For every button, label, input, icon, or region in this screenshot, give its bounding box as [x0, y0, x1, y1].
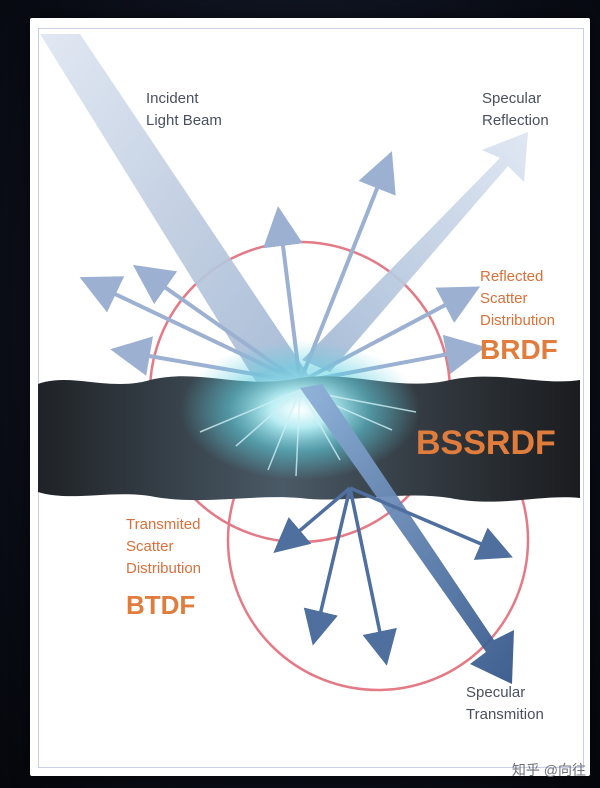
specular-transmission-line1: Specular	[466, 684, 526, 701]
specular-transmission-beam	[300, 384, 514, 684]
incident-label-line1: Incident	[146, 90, 199, 107]
transmitted-scatter-label: Transmited Scatter Distribution	[126, 514, 201, 580]
subsurface-glow	[180, 340, 420, 480]
arrow-icon	[348, 487, 397, 666]
specular-transmission-label: Specular Transmition	[466, 682, 544, 726]
specular-reflection-beam	[302, 132, 528, 372]
subsurface-rays	[199, 389, 417, 477]
btdf-label: BTDF	[126, 590, 196, 620]
reflected-scatter-line1: Reflected	[480, 268, 544, 285]
reflected-scatter-line3: Distribution	[480, 312, 556, 329]
arrow-icon	[303, 487, 352, 646]
reflected-scatter-line2: Scatter	[480, 290, 528, 307]
bssrdf-label: BSSRDF	[416, 424, 556, 462]
brdf-label: BRDF	[480, 334, 558, 365]
arrow-icon	[349, 486, 513, 560]
specular-reflection-line1: Specular	[482, 90, 542, 107]
transmitted-scatter-arrows	[273, 486, 513, 666]
watermark: 知乎 @向往	[511, 762, 586, 778]
incident-beam	[40, 34, 312, 388]
transmitted-scatter-line2: Scatter	[126, 538, 174, 555]
reflected-scatter-label: Reflected Scatter Distribution	[480, 266, 555, 332]
specular-transmission-line2: Transmition	[466, 706, 544, 723]
transmitted-scatter-line3: Distribution	[126, 560, 202, 577]
specular-reflection-line2: Reflection	[482, 112, 549, 129]
specular-reflection-label: Specular Reflection	[482, 88, 549, 132]
transmitted-scatter-line1: Transmited	[126, 516, 201, 533]
arrow-icon	[273, 486, 352, 554]
incident-label-line2: Light Beam	[146, 112, 222, 129]
incident-label: Incident Light Beam	[146, 88, 222, 132]
